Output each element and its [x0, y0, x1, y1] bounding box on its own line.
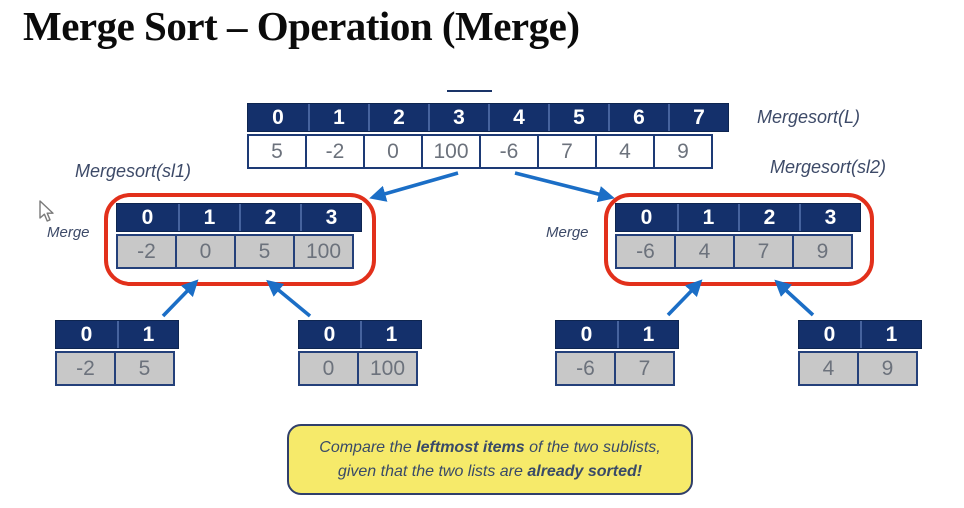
value-cell: -2 — [305, 134, 365, 169]
index-cell: 3 — [428, 104, 488, 131]
value-cell: 4 — [674, 234, 735, 269]
arrow-main-to-left — [369, 171, 459, 202]
index-cell: 1 — [117, 321, 178, 348]
label-mergesort-sl2: Mergesort(sl2) — [770, 157, 887, 177]
arrow-sub4-to-merged-right — [774, 279, 815, 317]
array-table-merged-right: 0 1 2 3 -6 4 7 9 — [615, 203, 861, 269]
value-cell: 7 — [537, 134, 597, 169]
callout-line2: given that the two lists are already sor… — [338, 460, 642, 483]
index-row: 0 1 2 3 4 5 6 7 — [247, 103, 729, 132]
index-cell: 3 — [799, 204, 860, 231]
value-row: 5 -2 0 100 -6 7 4 9 — [247, 134, 729, 169]
value-cell: 0 — [175, 234, 236, 269]
index-cell: 1 — [360, 321, 421, 348]
array-table-main: 0 1 2 3 4 5 6 7 5 -2 0 100 -6 7 4 9 — [247, 103, 729, 169]
index-cell: 7 — [668, 104, 728, 131]
value-cell: -6 — [615, 234, 676, 269]
index-cell: 1 — [677, 204, 738, 231]
callout-text-bold: already sorted! — [527, 462, 643, 480]
value-row: -2 0 5 100 — [116, 234, 362, 269]
index-cell: 0 — [323, 322, 336, 346]
index-row: 0 1 2 3 — [615, 203, 861, 232]
index-cell: 2 — [239, 204, 300, 231]
value-cell: 7 — [733, 234, 794, 269]
label-mergesort-sl1: Mergesort(sl1) — [75, 161, 192, 181]
mouse-cursor-icon — [39, 200, 54, 222]
value-cell: 100 — [293, 234, 354, 269]
index-cell: 0 — [823, 322, 836, 346]
index-cell: 1 — [308, 104, 368, 131]
array-table-merged-left: 0 1 2 3 -2 0 5 100 — [116, 203, 362, 269]
arrow-sub3-to-merged-right — [666, 279, 703, 317]
stray-line-fragment — [447, 90, 492, 92]
value-row: 0 100 — [298, 351, 422, 386]
value-row: 4 9 — [798, 351, 922, 386]
index-row: 0 1 — [55, 320, 179, 349]
index-cell: 1 — [860, 321, 921, 348]
index-cell: 0 — [141, 205, 154, 229]
index-cell: 0 — [640, 205, 653, 229]
label-mergesort-l: Mergesort(L) — [757, 107, 861, 127]
value-row: -6 4 7 9 — [615, 234, 861, 269]
index-row: 0 1 — [555, 320, 679, 349]
label-merge-left: Merge — [47, 224, 90, 241]
value-cell: -6 — [479, 134, 539, 169]
index-cell: 1 — [617, 321, 678, 348]
value-cell: 5 — [234, 234, 295, 269]
highlight-oval-right — [604, 193, 874, 286]
value-cell: 4 — [798, 351, 859, 386]
value-cell: 0 — [298, 351, 359, 386]
value-cell: 100 — [421, 134, 481, 169]
array-table-sub4: 0 1 4 9 — [798, 320, 922, 386]
index-row: 0 1 2 3 — [116, 203, 362, 232]
value-row: -2 5 — [55, 351, 179, 386]
arrow-main-to-right — [514, 171, 615, 203]
value-row: -6 7 — [555, 351, 679, 386]
array-table-sub1: 0 1 -2 5 — [55, 320, 179, 386]
slide-title: Merge Sort – Operation (Merge) — [23, 3, 580, 49]
index-cell: 0 — [580, 322, 593, 346]
value-cell: 5 — [114, 351, 175, 386]
callout-text: Compare the — [319, 439, 417, 457]
callout-text: given that the two lists are — [337, 462, 528, 480]
value-cell: 5 — [247, 134, 307, 169]
value-cell: -2 — [55, 351, 116, 386]
value-cell: 4 — [595, 134, 655, 169]
value-cell: 9 — [653, 134, 713, 169]
index-cell: 4 — [488, 104, 548, 131]
index-row: 0 1 — [298, 320, 422, 349]
index-cell: 5 — [548, 104, 608, 131]
index-cell: 2 — [368, 104, 428, 131]
callout-line1: Compare the leftmost items of the two su… — [319, 436, 660, 459]
value-cell: -6 — [555, 351, 616, 386]
value-cell: 7 — [614, 351, 675, 386]
index-row: 0 1 — [798, 320, 922, 349]
value-cell: 0 — [363, 134, 423, 169]
value-cell: -2 — [116, 234, 177, 269]
value-cell: 9 — [857, 351, 918, 386]
index-cell: 3 — [300, 204, 361, 231]
array-table-sub2: 0 1 0 100 — [298, 320, 422, 386]
index-cell: 2 — [738, 204, 799, 231]
value-cell: 9 — [792, 234, 853, 269]
callout-text-bold: leftmost items — [416, 439, 525, 457]
value-cell: 100 — [357, 351, 418, 386]
index-cell: 0 — [272, 105, 284, 129]
arrow-sub2-to-merged-left — [266, 279, 312, 318]
index-cell: 1 — [178, 204, 239, 231]
arrow-sub1-to-merged-left — [161, 279, 199, 318]
label-merge-right: Merge — [546, 224, 589, 241]
callout-text: of the two sublists, — [524, 439, 661, 457]
index-cell: 6 — [608, 104, 668, 131]
callout-box: Compare the leftmost items of the two su… — [287, 424, 693, 495]
array-table-sub3: 0 1 -6 7 — [555, 320, 679, 386]
index-cell: 0 — [80, 322, 93, 346]
highlight-oval-left — [104, 193, 376, 286]
